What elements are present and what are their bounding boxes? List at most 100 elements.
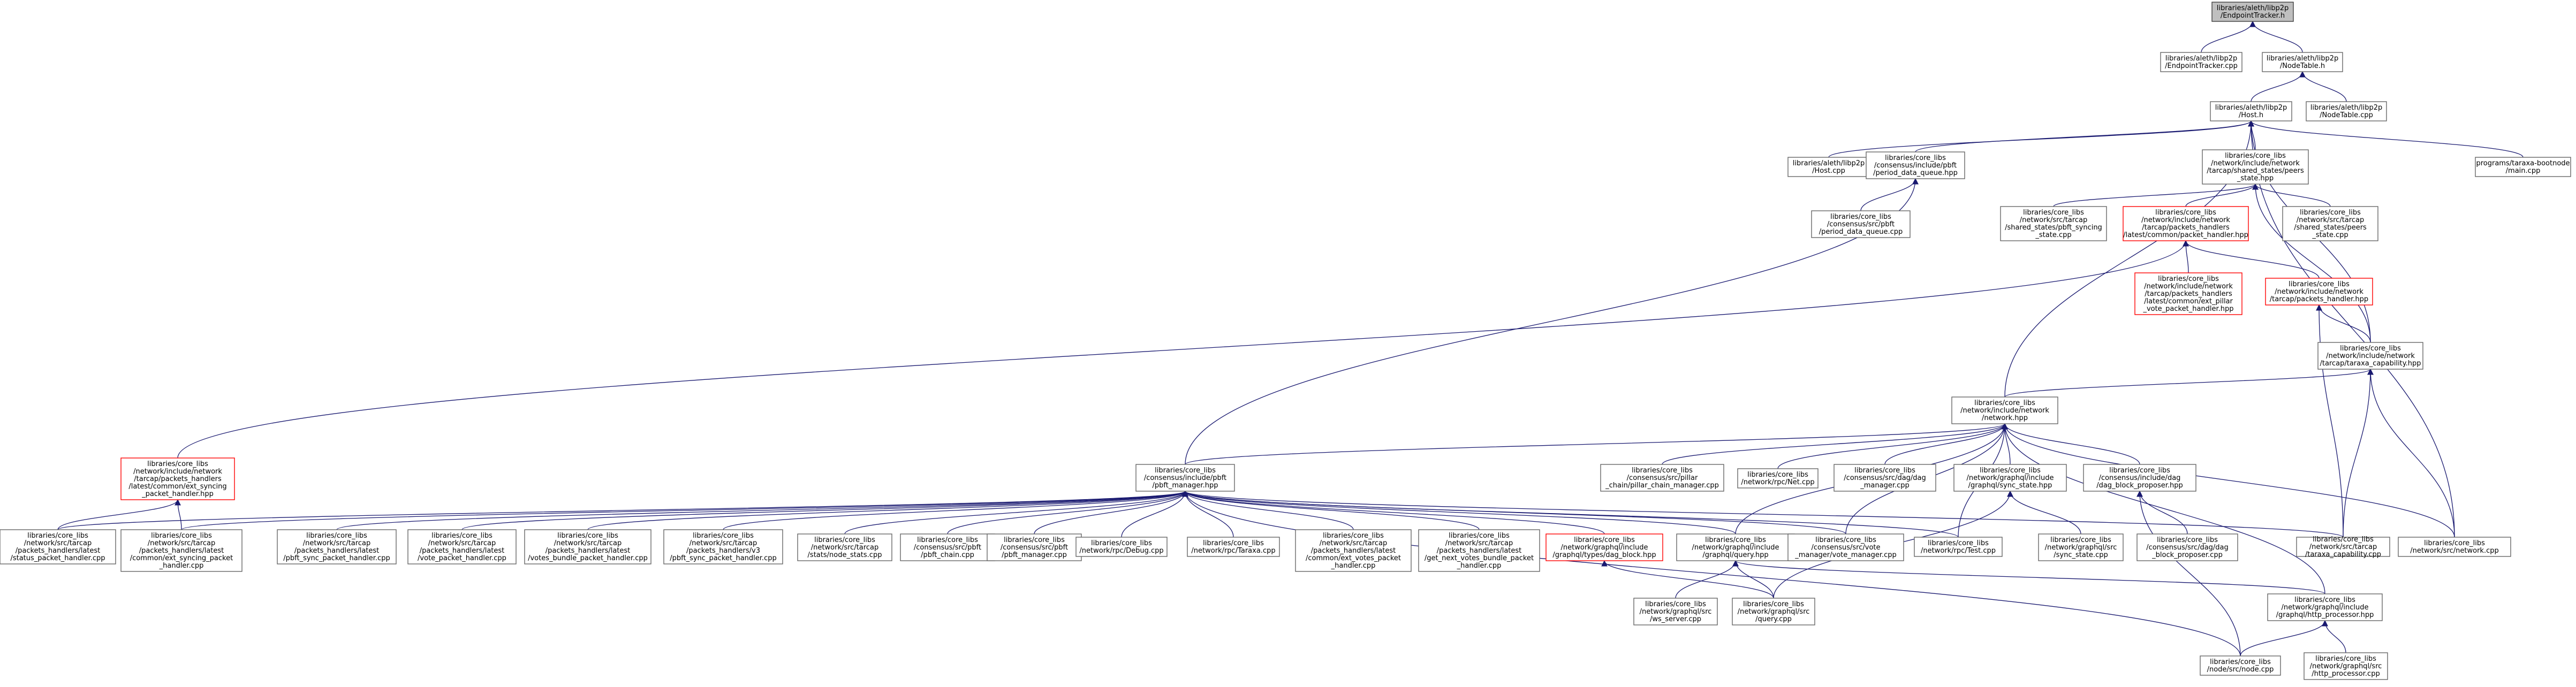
- node-taraxa-capability-cpp[interactable]: libraries/core_libs/network/src/tarcap/t…: [2296, 536, 2390, 559]
- node-pdq-cpp[interactable]: libraries/core_libs/consensus/src/pbft/p…: [1811, 210, 1911, 238]
- node-box[interactable]: [1187, 537, 1280, 557]
- node-dag-manager[interactable]: libraries/core_libs/consensus/src/dag/da…: [1833, 464, 1936, 492]
- node-dag-block-proposer-hpp[interactable]: libraries/core_libs/consensus/include/da…: [2083, 464, 2196, 492]
- node-box[interactable]: [2296, 537, 2390, 557]
- node-box[interactable]: [2317, 342, 2423, 370]
- node-get-next-votes[interactable]: libraries/core_libs/network/src/tarcap/p…: [1418, 529, 1540, 572]
- node-ws-server[interactable]: libraries/core_libs/network/graphql/src/…: [1633, 598, 1718, 625]
- node-pbft-manager-hpp[interactable]: libraries/core_libs/consensus/include/pb…: [1135, 464, 1235, 492]
- node-ext-syncing-hpp[interactable]: libraries/core_libs/network/include/netw…: [120, 457, 235, 500]
- node-pbft-sync-v3[interactable]: libraries/core_libs/network/src/tarcap/p…: [663, 529, 783, 564]
- node-rpc-taraxa[interactable]: libraries/core_libs/network/rpc/Taraxa.c…: [1187, 537, 1280, 557]
- node-ext-votes[interactable]: libraries/core_libs/network/src/tarcap/p…: [1295, 529, 1412, 572]
- node-http-processor-cpp[interactable]: libraries/core_libs/network/graphql/src/…: [2304, 652, 2388, 680]
- node-box[interactable]: [1135, 464, 1235, 492]
- node-box[interactable]: [2038, 533, 2124, 561]
- node-pdq-hpp[interactable]: libraries/core_libs/consensus/include/pb…: [1866, 151, 1965, 179]
- node-sync-state-hpp[interactable]: libraries/core_libs/network/graphql/incl…: [1953, 464, 2067, 492]
- node-box[interactable]: [1787, 157, 1870, 177]
- node-box[interactable]: [120, 529, 243, 572]
- node-dag-block-hpp[interactable]: libraries/core_libs/network/graphql/incl…: [1545, 533, 1663, 561]
- node-box[interactable]: [1676, 533, 1795, 561]
- node-box[interactable]: [1295, 529, 1412, 572]
- node-box[interactable]: [900, 533, 995, 561]
- node-box[interactable]: [1545, 533, 1663, 561]
- node-box[interactable]: [1811, 210, 1911, 238]
- node-ext-pillar-vote[interactable]: libraries/core_libs/network/include/netw…: [2134, 272, 2242, 315]
- node-pbft-sync-v1[interactable]: libraries/core_libs/network/src/tarcap/p…: [277, 529, 397, 564]
- node-taraxa-capability-hpp[interactable]: libraries/core_libs/network/include/netw…: [2317, 342, 2423, 370]
- node-box[interactable]: [2304, 652, 2388, 680]
- node-box[interactable]: [1633, 598, 1718, 625]
- node-box[interactable]: [2475, 157, 2571, 177]
- node-endpoint-h[interactable]: libraries/aleth/libp2p/EndpointTracker.h: [2211, 2, 2294, 22]
- node-box[interactable]: [2123, 206, 2249, 241]
- node-host-h[interactable]: libraries/aleth/libp2p/Host.h: [2210, 101, 2292, 121]
- node-box[interactable]: [1075, 537, 1168, 557]
- node-box[interactable]: [1866, 151, 1965, 179]
- node-box[interactable]: [1833, 464, 1936, 492]
- node-box[interactable]: [663, 529, 783, 564]
- node-box[interactable]: [987, 533, 1082, 561]
- node-nodetable-h[interactable]: libraries/aleth/libp2p/NodeTable.h: [2262, 52, 2343, 72]
- node-ext-syncing-cpp[interactable]: libraries/core_libs/network/src/tarcap/p…: [120, 529, 243, 572]
- node-pbft-chain[interactable]: libraries/core_libs/consensus/src/pbft/p…: [900, 533, 995, 561]
- node-network-cpp[interactable]: libraries/core_libs/network/src/network.…: [2398, 537, 2511, 557]
- node-dag-block-proposer-cpp[interactable]: libraries/core_libs/consensus/src/dag/da…: [2136, 533, 2238, 561]
- node-box[interactable]: [1737, 468, 1819, 488]
- node-box[interactable]: [2000, 206, 2107, 241]
- node-box[interactable]: [2210, 101, 2292, 121]
- node-box[interactable]: [1418, 529, 1540, 572]
- node-box[interactable]: [1953, 464, 2067, 492]
- node-box[interactable]: [524, 529, 651, 564]
- node-box[interactable]: [1600, 464, 1724, 492]
- node-box[interactable]: [1787, 533, 1904, 561]
- node-status-handler[interactable]: libraries/core_libs/network/src/tarcap/p…: [0, 529, 116, 564]
- node-box[interactable]: [2267, 593, 2383, 621]
- node-box[interactable]: [0, 529, 116, 564]
- node-rpc-debug[interactable]: libraries/core_libs/network/rpc/Debug.cp…: [1075, 537, 1168, 557]
- node-box[interactable]: [1732, 598, 1815, 625]
- node-box[interactable]: [2202, 149, 2309, 185]
- node-endpoint-cpp[interactable]: libraries/aleth/libp2p/EndpointTracker.c…: [2160, 52, 2242, 72]
- node-host-cpp[interactable]: libraries/aleth/libp2p/Host.cpp: [1787, 157, 1870, 177]
- node-box[interactable]: [2211, 2, 2294, 22]
- node-pbft-manager-cpp[interactable]: libraries/core_libs/consensus/src/pbft/p…: [987, 533, 1082, 561]
- node-vote-handler[interactable]: libraries/core_libs/network/src/tarcap/p…: [407, 529, 517, 564]
- node-box[interactable]: [1951, 396, 2058, 424]
- node-box[interactable]: [2398, 537, 2511, 557]
- node-nodetable-cpp[interactable]: libraries/aleth/libp2p/NodeTable.cpp: [2306, 101, 2387, 121]
- node-box[interactable]: [120, 457, 235, 500]
- node-node-cpp[interactable]: libraries/core_libs/node/src/node.cpp: [2200, 655, 2281, 676]
- node-network-hpp[interactable]: libraries/core_libs/network/include/netw…: [1951, 396, 2058, 424]
- node-box[interactable]: [2200, 655, 2281, 676]
- node-box[interactable]: [2265, 278, 2373, 306]
- node-box[interactable]: [407, 529, 517, 564]
- node-pbft-syncing-state[interactable]: libraries/core_libs/network/src/tarcap/s…: [2000, 206, 2107, 241]
- node-votes-bundle[interactable]: libraries/core_libs/network/src/tarcap/p…: [524, 529, 651, 564]
- node-query-hpp[interactable]: libraries/core_libs/network/graphql/incl…: [1676, 533, 1795, 561]
- node-rpc-net[interactable]: libraries/core_libs/network/rpc/Net.cpp: [1737, 468, 1819, 488]
- node-bootnode-main[interactable]: programs/taraxa-bootnode/main.cpp: [2475, 157, 2571, 177]
- node-peers-state-cpp[interactable]: libraries/core_libs/network/src/tarcap/s…: [2282, 206, 2378, 241]
- node-rpc-test[interactable]: libraries/core_libs/network/rpc/Test.cpp: [1914, 537, 2003, 557]
- node-box[interactable]: [2160, 52, 2242, 72]
- node-pillar-chain-mgr[interactable]: libraries/core_libs/consensus/src/pillar…: [1600, 464, 1724, 492]
- node-box[interactable]: [2262, 52, 2343, 72]
- node-box[interactable]: [2134, 272, 2242, 315]
- node-packet-handler-common[interactable]: libraries/core_libs/network/include/netw…: [2123, 206, 2249, 241]
- node-box[interactable]: [2083, 464, 2196, 492]
- node-packets-handler-hpp[interactable]: libraries/core_libs/network/include/netw…: [2265, 278, 2373, 306]
- node-box[interactable]: [797, 533, 892, 561]
- node-query-cpp[interactable]: libraries/core_libs/network/graphql/src/…: [1732, 598, 1815, 625]
- node-box[interactable]: [2282, 206, 2378, 241]
- node-vote-manager[interactable]: libraries/core_libs/consensus/src/vote_m…: [1787, 533, 1904, 561]
- node-sync-state-cpp[interactable]: libraries/core_libs/network/graphql/src/…: [2038, 533, 2124, 561]
- node-box[interactable]: [2306, 101, 2387, 121]
- node-node-stats[interactable]: libraries/core_libs/network/src/tarcap/s…: [797, 533, 892, 561]
- node-box[interactable]: [277, 529, 397, 564]
- node-box[interactable]: [2136, 533, 2238, 561]
- node-peers-state-hpp[interactable]: libraries/core_libs/network/include/netw…: [2202, 149, 2309, 185]
- node-http-processor-hpp[interactable]: libraries/core_libs/network/graphql/incl…: [2267, 593, 2383, 621]
- node-box[interactable]: [1914, 537, 2003, 557]
